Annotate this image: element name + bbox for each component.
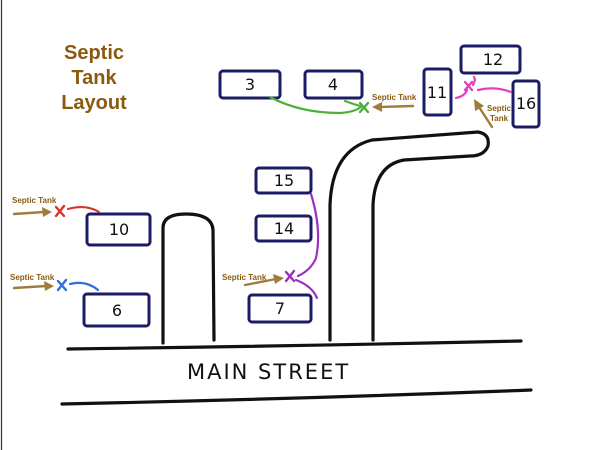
lot-3-label: 3 bbox=[245, 75, 255, 94]
lot-7-label: 7 bbox=[275, 299, 285, 318]
arrow-center bbox=[243, 274, 284, 287]
septic-tank-labels: Septic Tank Septic Tank Septic Tank Sept… bbox=[10, 93, 512, 282]
title-line-1: Septic bbox=[64, 42, 124, 64]
connection-line-ne-12 bbox=[471, 75, 476, 87]
septic-tank-marker-north[interactable] bbox=[358, 101, 370, 114]
septic-tank-label-northeast-line-1: Septic bbox=[487, 104, 512, 113]
lot-14-label: 14 bbox=[274, 219, 294, 238]
lot-11-label: 11 bbox=[427, 83, 447, 102]
septic-tank-marker-west-upper[interactable] bbox=[54, 204, 66, 218]
lot-4[interactable]: 4 bbox=[303, 69, 364, 100]
septic-tank-label-northeast: Septic Tank bbox=[487, 104, 512, 123]
main-street-north-curb bbox=[66, 339, 523, 351]
title-line-2: Tank bbox=[71, 67, 117, 89]
connection-line-ne-11 bbox=[454, 88, 469, 100]
lot-14[interactable]: 14 bbox=[254, 214, 313, 243]
right-side-road bbox=[328, 130, 490, 342]
road-network bbox=[60, 130, 533, 406]
main-street-south-curb bbox=[60, 388, 533, 406]
septic-connections bbox=[66, 75, 513, 300]
main-street-label: MAIN STREET bbox=[187, 360, 350, 384]
arrow-north bbox=[372, 102, 415, 112]
lot-15[interactable]: 15 bbox=[254, 166, 313, 195]
lot-15-label: 15 bbox=[274, 171, 294, 190]
connection-line-ne-16 bbox=[476, 87, 513, 94]
septic-tank-label-northeast-line-2: Tank bbox=[490, 114, 509, 123]
connection-line-center-upper bbox=[296, 192, 320, 278]
lot-6-label: 6 bbox=[112, 301, 122, 320]
lot-6[interactable]: 6 bbox=[82, 292, 151, 328]
lot-12[interactable]: 12 bbox=[459, 44, 522, 75]
connection-line-west-upper bbox=[66, 205, 101, 214]
lot-12-label: 12 bbox=[483, 50, 503, 69]
left-side-road bbox=[161, 212, 216, 345]
lot-7[interactable]: 7 bbox=[247, 293, 313, 324]
septic-tank-label-west-upper: Septic Tank bbox=[12, 196, 57, 205]
connection-line-north-2 bbox=[343, 99, 362, 108]
connection-line-west-lower bbox=[68, 281, 100, 292]
arrow-west-lower bbox=[12, 281, 54, 291]
septic-arrows bbox=[12, 99, 494, 291]
septic-tank-label-west-lower: Septic Tank bbox=[10, 273, 55, 282]
septic-tank-markers bbox=[54, 80, 474, 292]
title-line-3: Layout bbox=[61, 92, 127, 114]
lot-10[interactable]: 10 bbox=[85, 212, 152, 247]
lot-3[interactable]: 3 bbox=[218, 69, 282, 100]
diagram-title: Septic Tank Layout bbox=[61, 42, 127, 114]
septic-tank-marker-northeast[interactable] bbox=[463, 80, 474, 92]
lot-4-label: 4 bbox=[328, 75, 338, 94]
septic-tank-label-center: Septic Tank bbox=[222, 273, 267, 282]
septic-tank-marker-west-lower[interactable] bbox=[56, 278, 68, 292]
connection-line-center-lower bbox=[294, 278, 319, 300]
arrow-west-upper bbox=[12, 207, 52, 217]
arrow-northeast bbox=[474, 99, 494, 129]
lot-10-label: 10 bbox=[109, 220, 129, 239]
lot-markers: 3 4 11 12 16 15 14 7 bbox=[82, 44, 541, 328]
lot-16-label: 16 bbox=[516, 94, 536, 113]
septic-tank-label-north: Septic Tank bbox=[372, 93, 417, 102]
septic-tank-marker-center[interactable] bbox=[284, 269, 296, 283]
lot-11[interactable]: 11 bbox=[422, 67, 453, 117]
connection-line-north-1 bbox=[268, 95, 364, 115]
lot-16[interactable]: 16 bbox=[511, 79, 541, 129]
